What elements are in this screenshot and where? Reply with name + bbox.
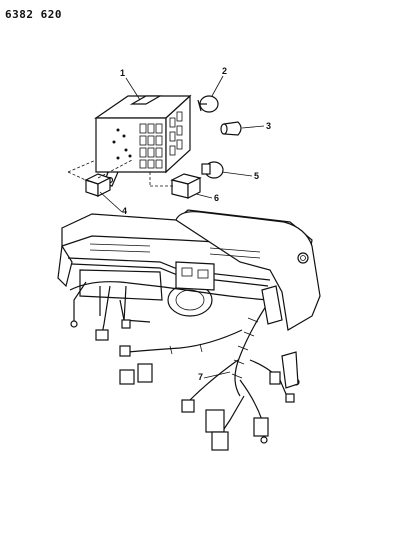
fuse-relay-module: [94, 94, 192, 187]
callout-4: 4: [122, 206, 127, 216]
flasher-part-6: [170, 173, 202, 199]
wiring-harness: [69, 281, 300, 451]
page-code: 6382 620: [5, 8, 62, 21]
callout-5: 5: [254, 171, 259, 181]
callout-7: 7: [198, 372, 203, 382]
bulb-part-3: [220, 121, 242, 136]
bulb-part-2: [197, 95, 219, 113]
bulb-part-5: [201, 161, 224, 179]
callout-1: 1: [120, 68, 125, 78]
callout-leaders: [99, 75, 265, 379]
callout-2: 2: [222, 66, 227, 76]
callout-3: 3: [266, 121, 271, 131]
callout-6: 6: [214, 193, 219, 203]
relay-part-4: [84, 173, 112, 197]
